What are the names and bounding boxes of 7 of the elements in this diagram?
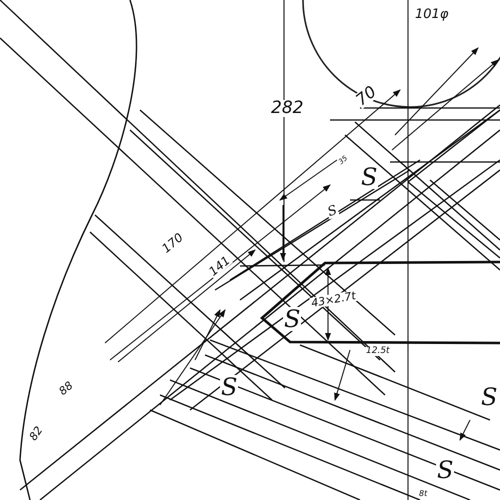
dimension-label: 282	[270, 100, 304, 117]
dimension-label: 12.5t	[365, 347, 391, 356]
weld-symbol: S	[283, 307, 302, 331]
dimension-label: 8t	[418, 490, 428, 498]
dimension-label: 43×2.7t	[309, 290, 358, 309]
dimension-label: 101φ	[414, 8, 450, 21]
weld-symbol: S	[360, 165, 378, 189]
